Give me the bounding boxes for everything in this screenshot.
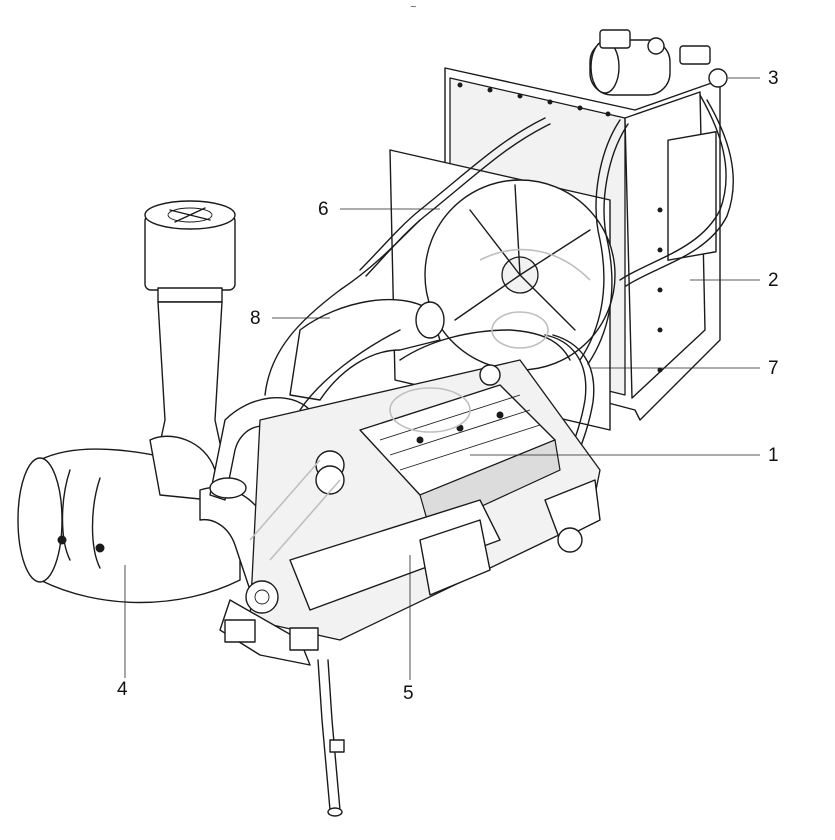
air-cleaner [17, 435, 241, 604]
support-pipe [317, 659, 345, 817]
callout-8: 8 [250, 308, 261, 329]
air-intake-tower [144, 200, 236, 491]
coolant-hoses [359, 94, 734, 483]
header-mark: ~ [410, 2, 417, 11]
watermark [249, 248, 591, 561]
callout-7: 7 [768, 358, 779, 379]
engine-block [219, 359, 601, 666]
leader-lines [124, 77, 760, 680]
callout-1: 1 [768, 445, 779, 466]
callout-2: 2 [768, 270, 779, 291]
callout-4: 4 [117, 679, 128, 700]
callout-5: 5 [403, 683, 414, 704]
callout-6: 6 [318, 199, 329, 220]
expansion-tank [589, 29, 728, 96]
callout-3: 3 [768, 68, 779, 89]
wiring [264, 219, 571, 411]
